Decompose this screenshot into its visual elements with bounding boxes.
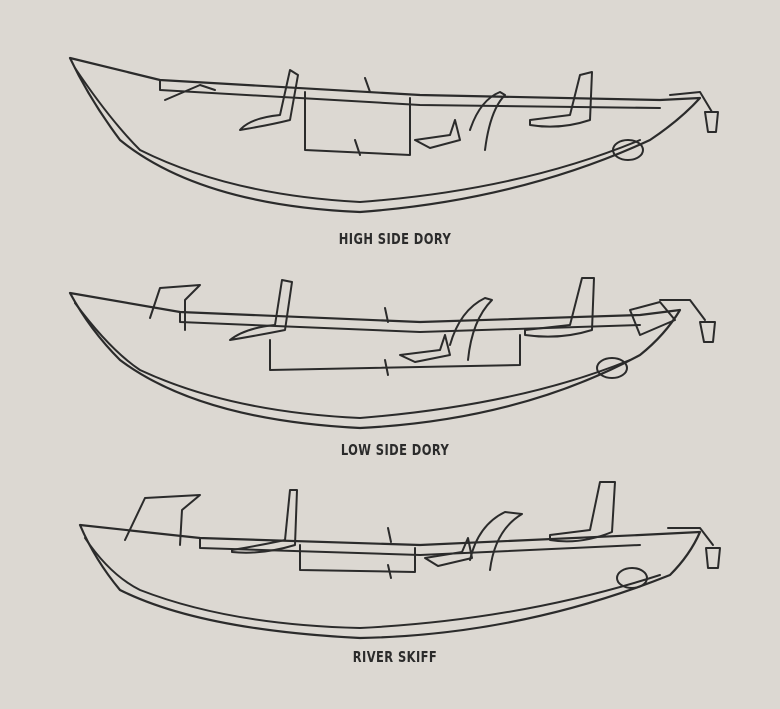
boat-label-high-side-dory: HIGH SIDE DORY [338, 230, 452, 248]
high-side-dory-drawing [68, 56, 719, 214]
boat-label-low-side-dory: LOW SIDE DORY [340, 441, 450, 459]
low-side-dory-drawing [68, 277, 716, 430]
river-skiff-drawing [78, 481, 721, 640]
boat-label-river-skiff: RIVER SKIFF [352, 648, 438, 666]
